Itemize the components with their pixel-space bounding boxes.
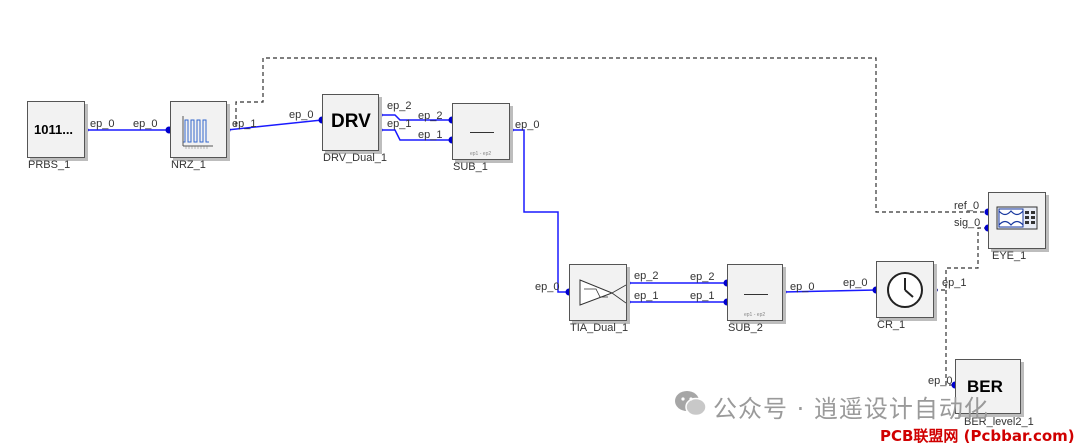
sub2-block[interactable]: ep1 - ep2 (727, 264, 783, 321)
drv-block[interactable]: DRV (322, 94, 379, 151)
cr-block[interactable] (876, 261, 934, 318)
cr-label: CR_1 (877, 319, 906, 331)
port-label: ep_0 (928, 375, 953, 387)
port-label: ep_1 (942, 277, 967, 289)
wechat-icon (675, 391, 707, 417)
watermark-text: 公众号 · 逍遥设计自动化 (713, 395, 989, 423)
drv-label: DRV_Dual_1 (323, 152, 388, 164)
wire-clock-nrz-eye (235, 57, 988, 213)
port-label: ep_1 (690, 290, 715, 302)
port-label: ep_0 (535, 281, 560, 293)
tia-block[interactable] (569, 264, 627, 321)
port-label: ep_0 (843, 277, 868, 289)
port-label: ep_2 (387, 100, 412, 112)
wire-drv-sub1-ep1 (379, 129, 452, 141)
sub2-small-text: ep1 - ep2 (744, 312, 766, 318)
port-label: ep_0 (133, 118, 158, 130)
port-label: ep_0 (790, 281, 815, 293)
amplifier-icon (579, 279, 626, 306)
tia-label: TIA_Dual_1 (570, 322, 629, 334)
watermark-site: PCB联盟网 (Pcbbar.com) (880, 427, 1075, 445)
port-label: ep_0 (90, 118, 115, 130)
ber-block[interactable]: BER (955, 359, 1021, 414)
wire-sub1-tia (510, 129, 569, 293)
port-label: ref_0 (954, 200, 980, 212)
sub2-minus-icon (744, 294, 768, 295)
prbs-block[interactable]: 1011... (27, 101, 85, 158)
wire-cr-ber (945, 290, 955, 386)
drv-glyph: DRV (331, 111, 371, 132)
eye-diagram-icon (996, 206, 1038, 230)
nrz-label: NRZ_1 (171, 159, 206, 171)
prbs-label: PRBS_1 (28, 159, 71, 171)
sub2-label: SUB_2 (728, 322, 763, 334)
nrz-waveform-icon (182, 116, 213, 149)
wire-cr-eye (934, 227, 988, 291)
ber-glyph: BER (967, 377, 1003, 396)
sub1-small-text: ep1 - ep2 (470, 151, 492, 157)
sub1-block[interactable]: ep1 - ep2 (452, 103, 510, 160)
eye-label: EYE_1 (992, 250, 1027, 262)
wire-nrz-drv (226, 119, 323, 131)
clock-icon (887, 272, 923, 308)
port-label: sig_0 (954, 217, 981, 229)
port-label: ep_2 (690, 271, 715, 283)
nrz-block[interactable] (170, 101, 227, 158)
port-label: ep_1 (387, 118, 412, 130)
port-label: ep_1 (634, 290, 659, 302)
port-label: ep_1 (418, 129, 443, 141)
eye-block[interactable] (988, 192, 1046, 249)
sub1-label: SUB_1 (453, 161, 488, 173)
ber-label: BER_level2_1 (964, 416, 1034, 428)
port-label: ep_0 (515, 119, 540, 131)
port-label: ep_1 (232, 118, 257, 130)
prbs-glyph: 1011... (34, 122, 74, 137)
wire-drv-sub1-ep2 (379, 114, 452, 121)
port-label: ep_2 (418, 110, 443, 122)
sub1-minus-icon (470, 132, 494, 133)
port-label: ep_2 (634, 270, 659, 282)
wire-sub2-cr (782, 289, 877, 293)
port-label: ep_0 (289, 109, 314, 121)
